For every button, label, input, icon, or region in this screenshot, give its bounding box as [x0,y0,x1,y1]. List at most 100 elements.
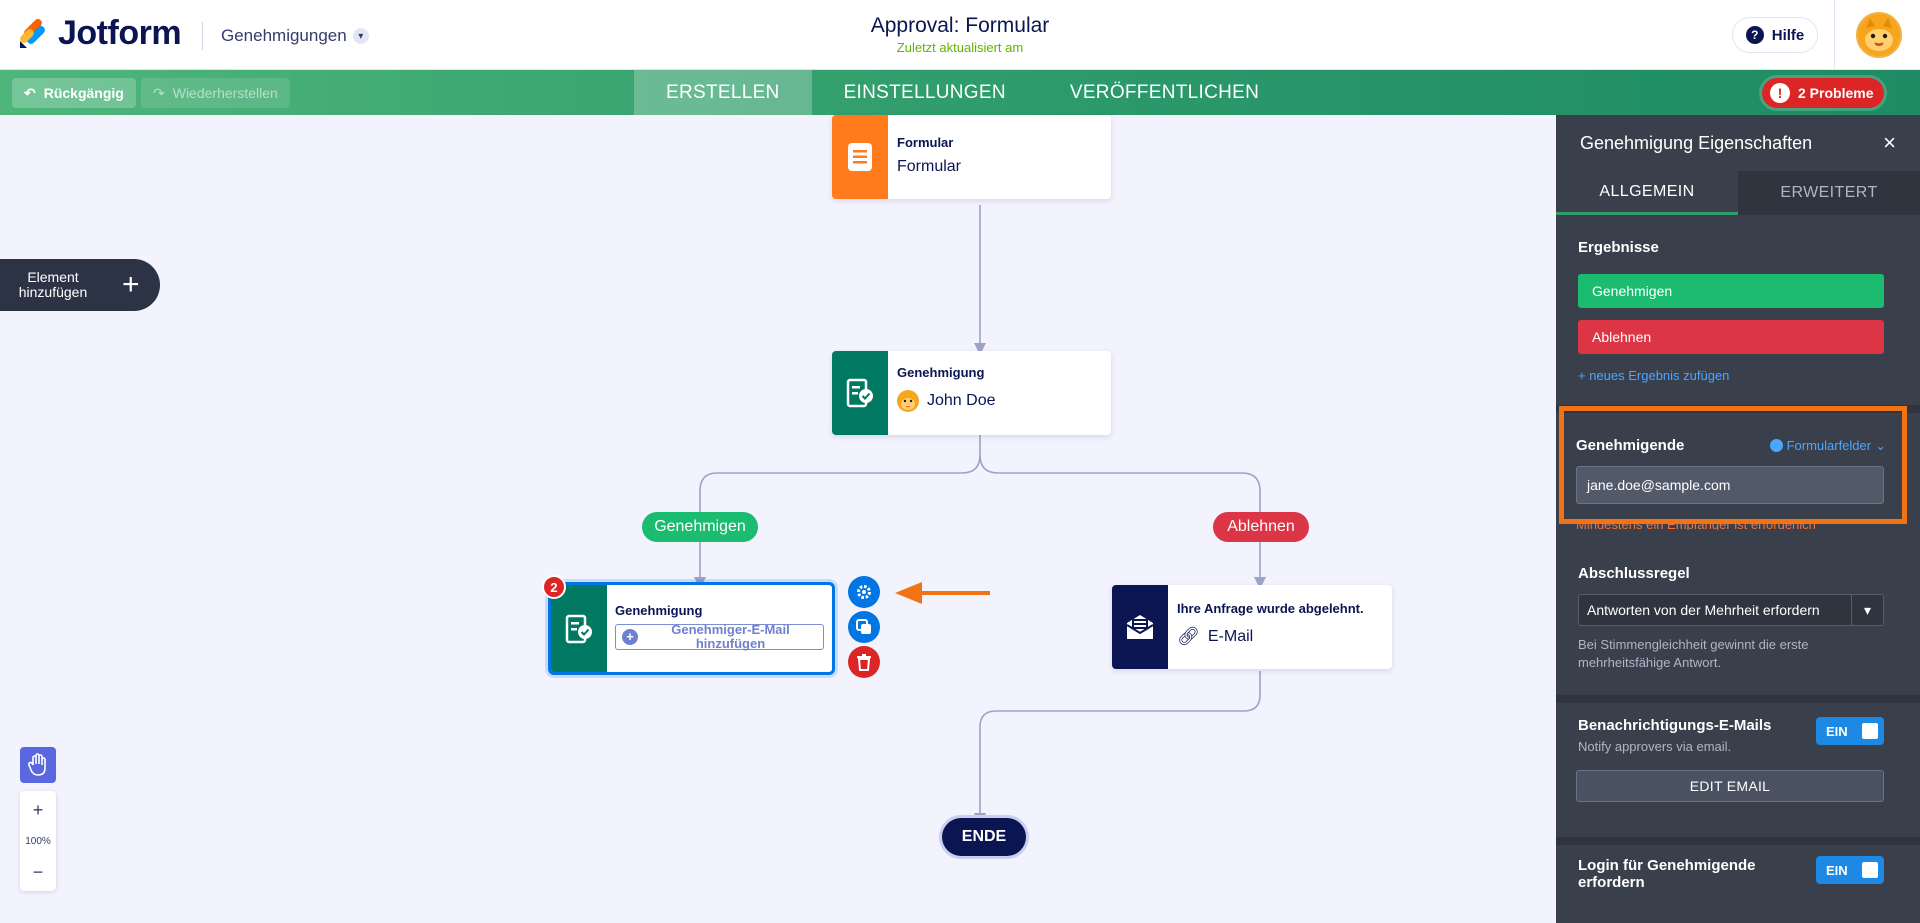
node-type-label: Genehmigung [615,603,703,618]
approvers-section: Genehmigende Formularfelder ⌄ jane.doe@s… [1556,437,1920,530]
redo-button[interactable]: ↷ Wiederherstellen [141,78,290,108]
tab-allgemein[interactable]: ALLGEMEIN [1556,171,1738,215]
tab-veroeffentlichen[interactable]: VERÖFFENTLICHEN [1069,81,1260,103]
add-approver-email-label: Genehmiger-E-Mail hinzufügen [671,622,790,651]
results-title: Ergebnisse [1578,239,1659,256]
toggle-label: EIN [1826,862,1848,878]
toggle-label: EIN [1826,723,1848,739]
zoom-out-button[interactable]: − [32,861,44,882]
approval-node-side [551,585,607,672]
undo-button[interactable]: ↶ Rückgängig [12,78,136,108]
close-icon[interactable]: × [1883,130,1896,155]
approver-error-text: Mindestens ein Empfänger ist erforderlic… [1576,520,1816,530]
results-section: Ergebnisse Genehmigen Ablehnen + neues E… [1556,239,1920,383]
form-fields-label: Formularfelder [1786,438,1872,453]
help-label: Hilfe [1771,26,1805,44]
undo-icon: ↶ [24,84,36,101]
cat-avatar-icon [1858,14,1900,56]
approver-email-input[interactable]: jane.doe@sample.com [1576,466,1884,504]
redo-icon: ↷ [153,84,165,101]
user-avatar-icon [897,390,919,412]
logo-text: Jotform [58,14,182,52]
result-approve[interactable]: Genehmigen [1578,274,1884,308]
edit-email-button[interactable]: EDIT EMAIL [1576,770,1884,802]
email-type-row: 🔗︎ E-Mail [1177,626,1383,647]
app-switcher[interactable]: Genehmigungen ▾ [202,22,369,50]
approval-clipboard-icon [565,614,592,643]
redo-label: Wiederherstellen [172,85,278,101]
form-node[interactable]: Formular Formular [832,115,1111,199]
approval-node-side [832,351,888,435]
plus-icon: + [122,268,140,301]
chevron-down-icon: ⌄ [1875,437,1886,453]
completion-rule-hint: Bei Stimmengleichheit gewinnt die erste … [1578,637,1809,670]
notifications-hint: Notify approvers via email. [1578,739,1732,754]
connector-approve-branch [699,435,981,577]
branch-approve-label[interactable]: Genehmigen [642,512,758,542]
tab-erstellen[interactable]: ERSTELLEN [634,70,812,115]
notifications-section: Benachrichtigungs-E-Mails Notify approve… [1556,717,1920,802]
branch-reject-label[interactable]: Ablehnen [1213,512,1309,542]
tab-erweitert[interactable]: ERWEITERT [1780,184,1878,201]
result-reject[interactable]: Ablehnen [1578,320,1884,354]
end-node[interactable]: ENDE [942,818,1026,856]
tab-einstellungen[interactable]: EINSTELLUNGEN [843,81,1006,103]
arrowhead-icon [974,343,986,355]
email-node-side [1112,585,1168,669]
orange-arrow-icon [895,582,990,604]
gear-icon [857,585,871,599]
zoom-in-button[interactable]: + [32,799,44,820]
email-type-label: E-Mail [1207,627,1254,645]
jotform-logo[interactable]: Jotform [18,14,182,53]
settings-button[interactable] [848,576,880,608]
add-result-link[interactable]: + neues Ergebnis zufügen [1578,368,1730,383]
login-toggle[interactable]: EIN [1816,856,1884,884]
toggle-knob [1862,723,1878,739]
link-icon: 🔗︎ [1177,626,1200,646]
last-updated-text: Zuletzt aktualisiert am [896,40,1024,55]
login-title: Login für Genehmigende erfordern [1578,857,1756,891]
connector-reject-branch [979,454,1261,577]
help-button[interactable]: ? Hilfe [1732,17,1818,53]
approval-clipboard-icon [846,378,873,408]
issues-label: 2 Probleme [1798,85,1874,101]
login-section: Login für Genehmigende erfordern [1556,857,1816,891]
approval-node[interactable]: Genehmigung John Doe [832,351,1111,435]
hand-tool-button[interactable] [20,747,56,783]
notifications-title: Benachrichtigungs-E-Mails [1578,717,1772,734]
zoom-level: 100% [25,835,51,847]
completion-rule-select[interactable]: Antworten von der Mehrheit erfordern ▾ [1578,594,1884,626]
form-node-side [832,115,888,199]
avatar[interactable] [1856,12,1902,58]
issues-button[interactable]: ! 2 Probleme [1762,78,1884,108]
add-element-button[interactable]: Element hinzufügen + [0,259,160,311]
notifications-toggle[interactable]: EIN [1816,717,1884,745]
approval-node-selected[interactable]: Genehmigung + Genehmiger-E-Mail hinzufüg… [548,582,835,675]
duplicate-button[interactable] [848,611,880,643]
connector-email-end [979,671,1261,813]
form-fields-icon [1769,439,1783,452]
alert-icon: ! [1770,83,1790,103]
copy-icon [856,619,871,634]
trash-icon [857,654,871,671]
form-fields-dropdown[interactable]: Formularfelder ⌄ [1769,437,1886,454]
approvers-title: Genehmigende [1576,437,1685,454]
add-approver-email-button[interactable]: + Genehmiger-E-Mail hinzufügen [615,622,824,651]
hand-icon [28,753,46,776]
zoom-panel: + 100% − [20,791,56,891]
envelope-icon [1126,615,1154,639]
top-header: Jotform Genehmigungen ▾ Approval: Formul… [0,0,1920,70]
node-type-label: Formular [897,135,954,150]
delete-button[interactable] [848,646,880,678]
email-subject: Ihre Anfrage wurde abgelehnt. [1177,601,1364,616]
node-type-label: Genehmigung [897,365,985,380]
page-title[interactable]: Approval: Formular [870,14,1050,37]
header-divider [1834,0,1835,70]
panel-title: Genehmigung Eigenschaften [1580,132,1813,153]
completion-rule-value: Antworten von der Mehrheit erfordern [1587,602,1820,618]
email-node[interactable]: Ihre Anfrage wurde abgelehnt. 🔗︎ E-Mail [1112,585,1392,669]
completion-rule-section: Abschlussregel Antworten von der Mehrhei… [1556,565,1920,672]
workflow-canvas[interactable]: Element hinzufügen + Formular Formular [0,115,1556,923]
form-title-block: Approval: Formular Zuletzt aktualisiert … [760,14,1160,55]
